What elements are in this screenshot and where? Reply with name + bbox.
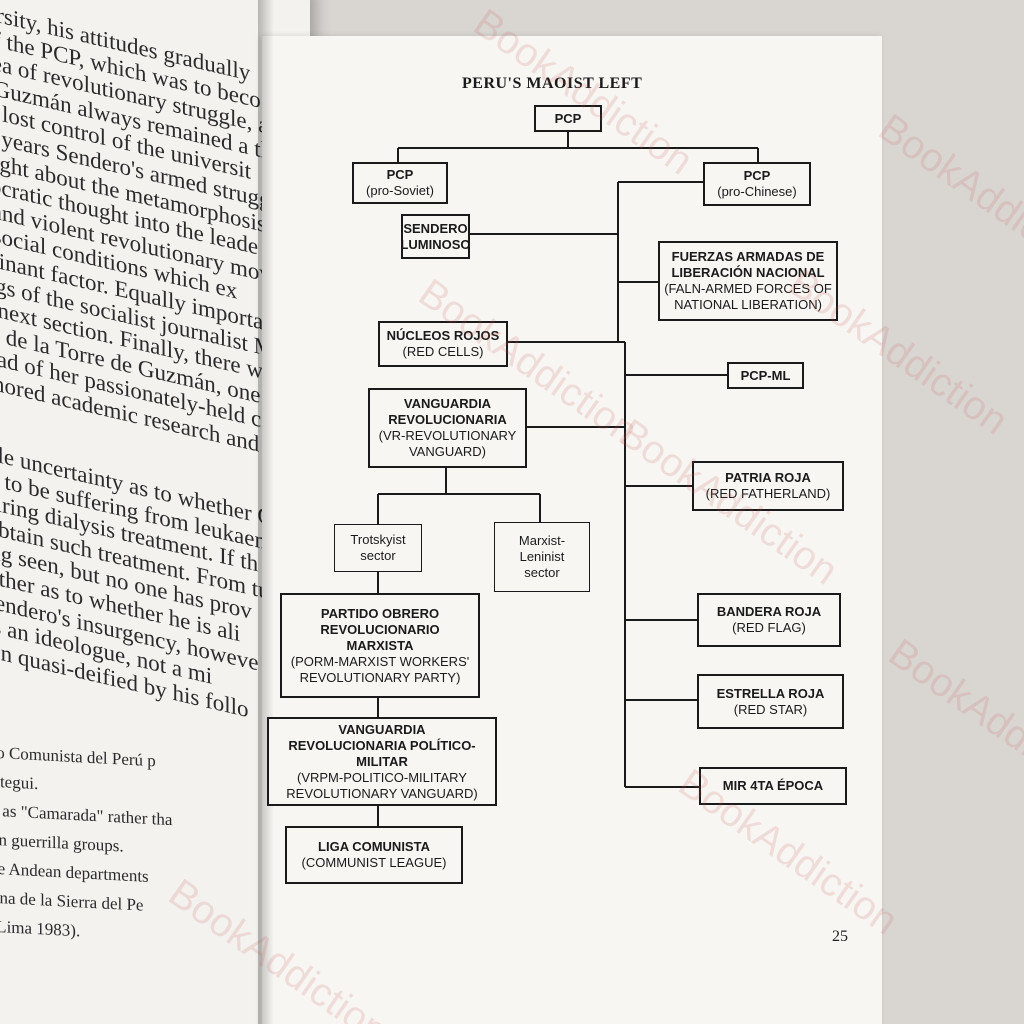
node-liga-comunista: LIGA COMUNISTA (COMMUNIST LEAGUE) — [285, 826, 463, 884]
node-pcp: PCP — [534, 105, 602, 132]
node-nucleos-rojos-name: NÚCLEOS ROJOS — [386, 328, 500, 343]
node-pcp-pro-chinese-name: PCP — [743, 168, 771, 183]
node-vrpm-name: VANGUARDIA REVOLUCIONARIA POLÍTICO-MILIT… — [288, 721, 476, 769]
node-pcp-label: PCP — [554, 110, 582, 126]
node-pcp-pro-chinese-sub: (pro-Chinese) — [717, 184, 797, 199]
node-vanguardia-revolucionaria: VANGUARDIA REVOLUCIONARIA (VR-REVOLUTION… — [368, 388, 527, 468]
node-trotskyist-sector-label: Trotskyist sector — [350, 532, 406, 563]
chart-title: PERU'S MAOIST LEFT — [462, 75, 643, 92]
node-pcp-ml-label: PCP-ML — [740, 367, 791, 383]
node-vr-sub: (VR-REVOLUTIONARY VANGUARD) — [378, 428, 517, 459]
node-faln-name: FUERZAS ARMADAS DE LIBERACIÓN NACIONAL — [671, 249, 825, 280]
node-nucleos-rojos-sub: (RED CELLS) — [402, 344, 484, 359]
node-marxist-leninist-sector: Marxist-Leninist sector — [494, 522, 590, 592]
node-sendero-luminoso-label: SENDERO LUMINOSO — [400, 220, 471, 252]
node-faln-sub: (FALN-ARMED FORCES OF NATIONAL LIBERATIO… — [664, 281, 832, 312]
node-patria-roja-sub: (RED FATHERLAND) — [705, 486, 831, 501]
node-patria-roja-name: PATRIA ROJA — [725, 470, 811, 485]
node-pcp-pro-soviet-name: PCP — [386, 167, 414, 182]
node-mir-4ta-epoca: MIR 4TA ÉPOCA — [699, 767, 847, 805]
node-marxist-leninist-sector-label: Marxist-Leninist sector — [518, 533, 566, 580]
node-patria-roja: PATRIA ROJA (RED FATHERLAND) — [692, 461, 844, 511]
node-sendero-luminoso: SENDERO LUMINOSO — [400, 214, 471, 259]
node-pcp-ml: PCP-ML — [727, 362, 804, 389]
node-bandera-roja: BANDERA ROJA (RED FLAG) — [697, 593, 841, 647]
node-estrella-roja-name: ESTRELLA ROJA — [716, 685, 825, 701]
page-number: 25 — [832, 928, 848, 945]
node-pcp-pro-soviet-sub: (pro-Soviet) — [366, 183, 434, 198]
node-porm-sub: (PORM-MARXIST WORKERS' REVOLUTIONARY PAR… — [290, 653, 470, 685]
node-trotskyist-sector: Trotskyist sector — [334, 524, 422, 572]
node-pcp-pro-soviet: PCP (pro-Soviet) — [352, 162, 448, 204]
left-book-page: University, his attitudes graduallytion … — [0, 0, 310, 1024]
node-bandera-roja-sub: (RED FLAG) — [732, 620, 806, 635]
node-estrella-roja-sub: (RED STAR) — [733, 701, 808, 717]
node-liga-comunista-name: LIGA COMUNISTA — [318, 839, 430, 854]
node-faln: FUERZAS ARMADAS DE LIBERACIÓN NACIONAL (… — [658, 241, 838, 321]
node-vrpm-sub: (VRPM-POLITICO-MILITARY REVOLUTIONARY VA… — [286, 769, 478, 801]
node-mir-4ta-epoca-label: MIR 4TA ÉPOCA — [722, 778, 824, 793]
node-estrella-roja: ESTRELLA ROJA (RED STAR) — [697, 674, 844, 729]
node-bandera-roja-name: BANDERA ROJA — [716, 604, 822, 619]
node-vr-name: VANGUARDIA REVOLUCIONARIA — [388, 396, 507, 427]
node-pcp-pro-chinese: PCP (pro-Chinese) — [703, 162, 811, 206]
node-liga-comunista-sub: (COMMUNIST LEAGUE) — [301, 855, 447, 870]
node-vrpm: VANGUARDIA REVOLUCIONARIA POLÍTICO-MILIT… — [267, 717, 497, 806]
node-porm: PARTIDO OBRERO REVOLUCIONARIO MARXISTA (… — [280, 593, 480, 698]
node-porm-name: PARTIDO OBRERO REVOLUCIONARIO MARXISTA — [320, 605, 440, 653]
node-nucleos-rojos: NÚCLEOS ROJOS (RED CELLS) — [378, 321, 508, 367]
